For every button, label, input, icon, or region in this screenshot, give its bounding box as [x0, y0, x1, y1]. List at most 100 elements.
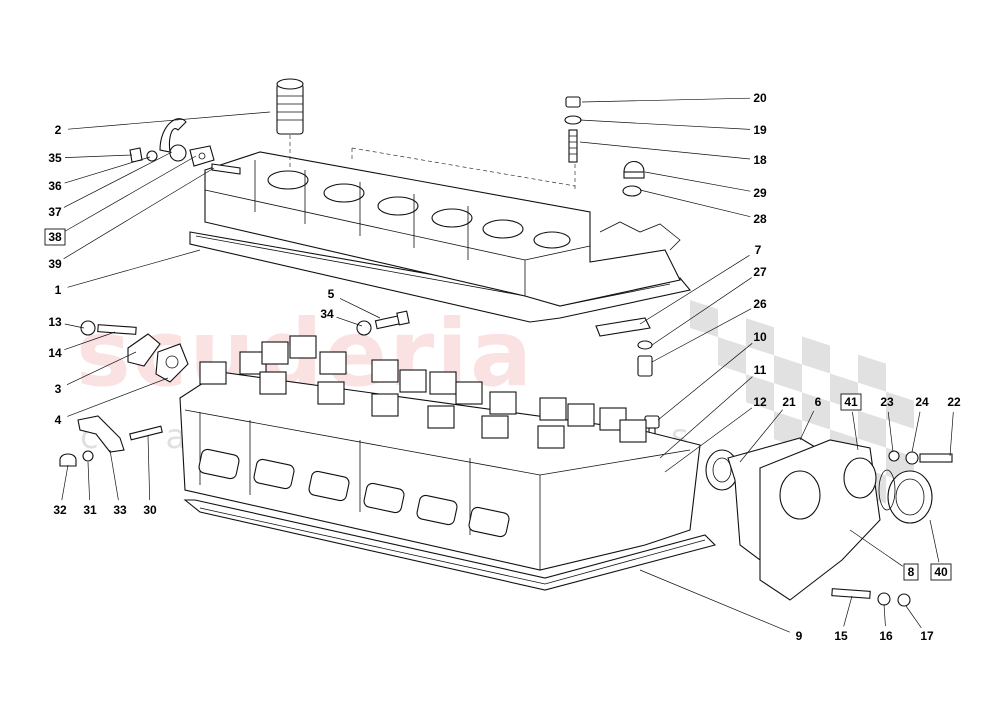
- callout-number-22: 22: [947, 395, 961, 409]
- callout-number-20: 20: [753, 91, 767, 105]
- callout-15[interactable]: 15: [834, 629, 848, 643]
- callout-number-37: 37: [48, 205, 62, 219]
- leader-line-37: [63, 151, 173, 208]
- callout-number-40: 40: [934, 565, 948, 579]
- leader-line-30: [147, 435, 151, 501]
- callout-9[interactable]: 9: [796, 629, 803, 643]
- callout-40[interactable]: 40: [930, 563, 952, 581]
- callout-7[interactable]: 7: [755, 243, 762, 257]
- callout-number-26: 26: [753, 297, 767, 311]
- callout-20[interactable]: 20: [753, 91, 767, 105]
- leader-line-18: [579, 141, 751, 160]
- leader-line-19: [579, 119, 751, 130]
- leader-line-5: [339, 298, 381, 319]
- callout-number-7: 7: [755, 243, 762, 257]
- leader-line-6: [799, 410, 815, 441]
- callout-number-17: 17: [920, 629, 934, 643]
- callout-27[interactable]: 27: [753, 265, 767, 279]
- callout-box-41: [840, 393, 862, 411]
- callout-number-18: 18: [753, 153, 767, 167]
- leader-line-36: [64, 156, 151, 184]
- cylinder-head: [179, 335, 701, 571]
- leader-line-21: [739, 409, 783, 463]
- callout-number-4: 4: [55, 413, 62, 427]
- callout-number-27: 27: [753, 265, 767, 279]
- callout-5[interactable]: 5: [328, 287, 335, 301]
- callout-12[interactable]: 12: [753, 395, 767, 409]
- callout-number-38: 38: [48, 230, 62, 244]
- leader-line-34: [336, 316, 363, 327]
- callout-number-35: 35: [48, 151, 62, 165]
- callout-1[interactable]: 1: [55, 283, 62, 297]
- callout-21[interactable]: 21: [782, 395, 796, 409]
- callout-6[interactable]: 6: [815, 395, 822, 409]
- leader-line-13: [64, 323, 85, 329]
- leader-line-41: [852, 411, 859, 451]
- leader-line-11: [659, 376, 753, 459]
- callout-number-19: 19: [753, 123, 767, 137]
- callout-29[interactable]: 29: [753, 186, 767, 200]
- leader-line-35: [64, 154, 133, 158]
- callout-28[interactable]: 28: [753, 212, 767, 226]
- callout-3[interactable]: 3: [55, 382, 62, 396]
- leader-line-8: [849, 529, 903, 567]
- callout-30[interactable]: 30: [143, 503, 157, 517]
- callout-37[interactable]: 37: [48, 205, 62, 219]
- callout-number-15: 15: [834, 629, 848, 643]
- callout-11[interactable]: 11: [754, 363, 767, 377]
- callout-number-30: 30: [143, 503, 157, 517]
- callout-38[interactable]: 38: [44, 228, 66, 246]
- leader-line-3: [66, 351, 137, 386]
- leader-line-23: [887, 411, 894, 453]
- callout-19[interactable]: 19: [753, 123, 767, 137]
- callout-18[interactable]: 18: [753, 153, 767, 167]
- callout-13[interactable]: 13: [48, 315, 62, 329]
- callout-number-36: 36: [48, 179, 62, 193]
- callout-number-29: 29: [753, 186, 767, 200]
- leader-line-1: [67, 249, 201, 288]
- callout-26[interactable]: 26: [753, 297, 767, 311]
- callout-39[interactable]: 39: [48, 257, 62, 271]
- callout-number-11: 11: [754, 363, 767, 377]
- callout-number-41: 41: [844, 395, 858, 409]
- leader-line-2: [67, 111, 271, 130]
- callout-4[interactable]: 4: [55, 413, 62, 427]
- callout-box-38: [44, 228, 66, 246]
- callout-number-28: 28: [753, 212, 767, 226]
- callout-10[interactable]: 10: [753, 330, 767, 344]
- leader-line-28: [639, 189, 751, 218]
- callout-2[interactable]: 2: [55, 123, 62, 137]
- callout-number-5: 5: [328, 287, 335, 301]
- callout-box-40: [930, 563, 952, 581]
- callout-17[interactable]: 17: [920, 629, 934, 643]
- callout-22[interactable]: 22: [947, 395, 961, 409]
- leader-line-29: [644, 171, 751, 192]
- callout-16[interactable]: 16: [879, 629, 893, 643]
- callout-36[interactable]: 36: [48, 179, 62, 193]
- callout-33[interactable]: 33: [113, 503, 127, 517]
- callout-34[interactable]: 34: [320, 307, 334, 321]
- callout-number-1: 1: [55, 283, 62, 297]
- callout-24[interactable]: 24: [915, 395, 929, 409]
- callout-41[interactable]: 41: [840, 393, 862, 411]
- callout-31[interactable]: 31: [83, 503, 97, 517]
- callout-23[interactable]: 23: [880, 395, 894, 409]
- oil-filler-elbow: [129, 118, 241, 175]
- leader-line-16: [883, 603, 886, 627]
- callout-number-10: 10: [753, 330, 767, 344]
- leader-lines: [61, 97, 954, 633]
- leader-line-7: [639, 255, 750, 325]
- leader-line-24: [911, 411, 921, 453]
- callout-14[interactable]: 14: [48, 346, 62, 360]
- leader-line-12: [664, 407, 753, 473]
- leader-line-9: [639, 569, 790, 633]
- callout-35[interactable]: 35: [48, 151, 62, 165]
- leader-line-22: [949, 411, 954, 457]
- callout-8[interactable]: 8: [903, 563, 919, 581]
- leader-line-32: [61, 464, 69, 501]
- callout-number-13: 13: [48, 315, 62, 329]
- bracket-7: [595, 317, 653, 377]
- leader-line-27: [651, 277, 752, 346]
- callout-32[interactable]: 32: [53, 503, 67, 517]
- callout-number-23: 23: [880, 395, 894, 409]
